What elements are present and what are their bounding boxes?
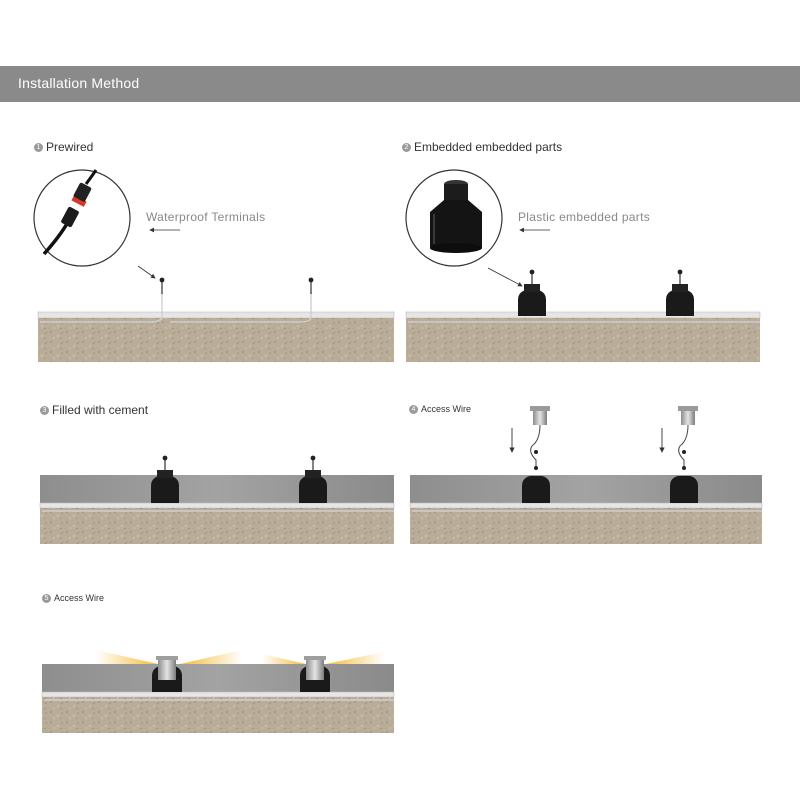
step-2-number: 2: [402, 142, 411, 152]
cement-layer: [42, 664, 394, 692]
light-beam-icon: [326, 652, 384, 664]
step-5-title: 5 Access Wire: [42, 593, 104, 603]
light-rim: [156, 656, 178, 660]
wire-terminal-tip: [529, 269, 535, 275]
cable-line: [40, 292, 163, 323]
embedded-sleeve-neck: [672, 284, 688, 292]
soil-layer: [406, 318, 760, 362]
embedded-sleeve-neck: [524, 284, 540, 292]
wire-terminal-tip: [159, 277, 165, 283]
cable-line: [170, 292, 312, 323]
embedded-sleeve: [670, 476, 698, 503]
wire-terminal-tip: [677, 269, 683, 275]
soil-layer: [410, 508, 762, 544]
embedded-sleeve: [666, 290, 694, 316]
light-rim: [304, 656, 326, 660]
step-1-title: 1 Prewired: [34, 140, 93, 154]
step-1-label: Prewired: [46, 140, 94, 154]
ground-surface: [409, 502, 763, 509]
wire-terminal-tip: [310, 455, 316, 461]
step-4-label: Access Wire: [421, 404, 472, 414]
detail-magnifier: [33, 169, 131, 267]
step-3-scene: [39, 455, 395, 544]
light-beam-icon: [180, 650, 242, 664]
step-3-title: 3 Filled with cement: [40, 403, 148, 417]
cement-layer: [410, 475, 762, 503]
plastic-embedded-sleeve-icon: [430, 180, 482, 253]
step-2-label: Embedded embedded parts: [414, 140, 563, 154]
wire-terminal-tip: [162, 455, 168, 461]
step-3-label: Filled with cement: [52, 403, 149, 417]
light-beam-icon: [262, 654, 306, 664]
soil-layer: [38, 318, 394, 362]
inground-light-icon: [530, 406, 550, 470]
embedded-sleeve: [151, 476, 179, 503]
step-1-number: 1: [34, 142, 43, 152]
pointer-arrow: [137, 265, 156, 279]
embedded-sleeve: [299, 476, 327, 503]
waterproof-terminals-label: Waterproof Terminals: [146, 210, 266, 224]
step-4-title: 4 Access Wire: [409, 404, 471, 414]
plastic-embedded-parts-label: Plastic embedded parts: [518, 210, 651, 224]
section-header-bar: Installation Method: [0, 66, 800, 102]
cement-layer: [40, 475, 394, 503]
wire-terminal-tip: [308, 277, 314, 283]
step-5-scene: [41, 650, 395, 733]
ground-surface: [405, 311, 761, 319]
embedded-sleeve-neck: [305, 470, 321, 478]
step-5-number: 5: [42, 593, 51, 603]
step-2-title: 2 Embedded embedded parts: [402, 140, 562, 154]
step-4-number: 4: [409, 404, 418, 414]
ground-surface: [41, 691, 395, 698]
inground-light-icon: [678, 406, 698, 470]
step-1-scene: [33, 169, 395, 362]
soil-layer: [40, 508, 394, 544]
inground-light-icon: [158, 658, 176, 680]
step-2-scene: [405, 169, 761, 362]
embedded-sleeve-neck: [157, 470, 173, 478]
waterproof-connector-icon: [42, 169, 98, 256]
soil-layer: [42, 697, 394, 733]
step-3-number: 3: [40, 405, 49, 415]
ground-surface: [39, 502, 395, 509]
pointer-arrow: [487, 267, 523, 287]
section-title: Installation Method: [18, 75, 140, 91]
embedded-sleeve: [518, 290, 546, 316]
light-beam-icon: [96, 650, 158, 664]
step-5-label: Access Wire: [54, 593, 105, 603]
embedded-sleeve: [522, 476, 550, 503]
ground-surface: [37, 311, 395, 319]
inground-light-icon: [306, 658, 324, 680]
step-4-scene: [409, 406, 763, 544]
